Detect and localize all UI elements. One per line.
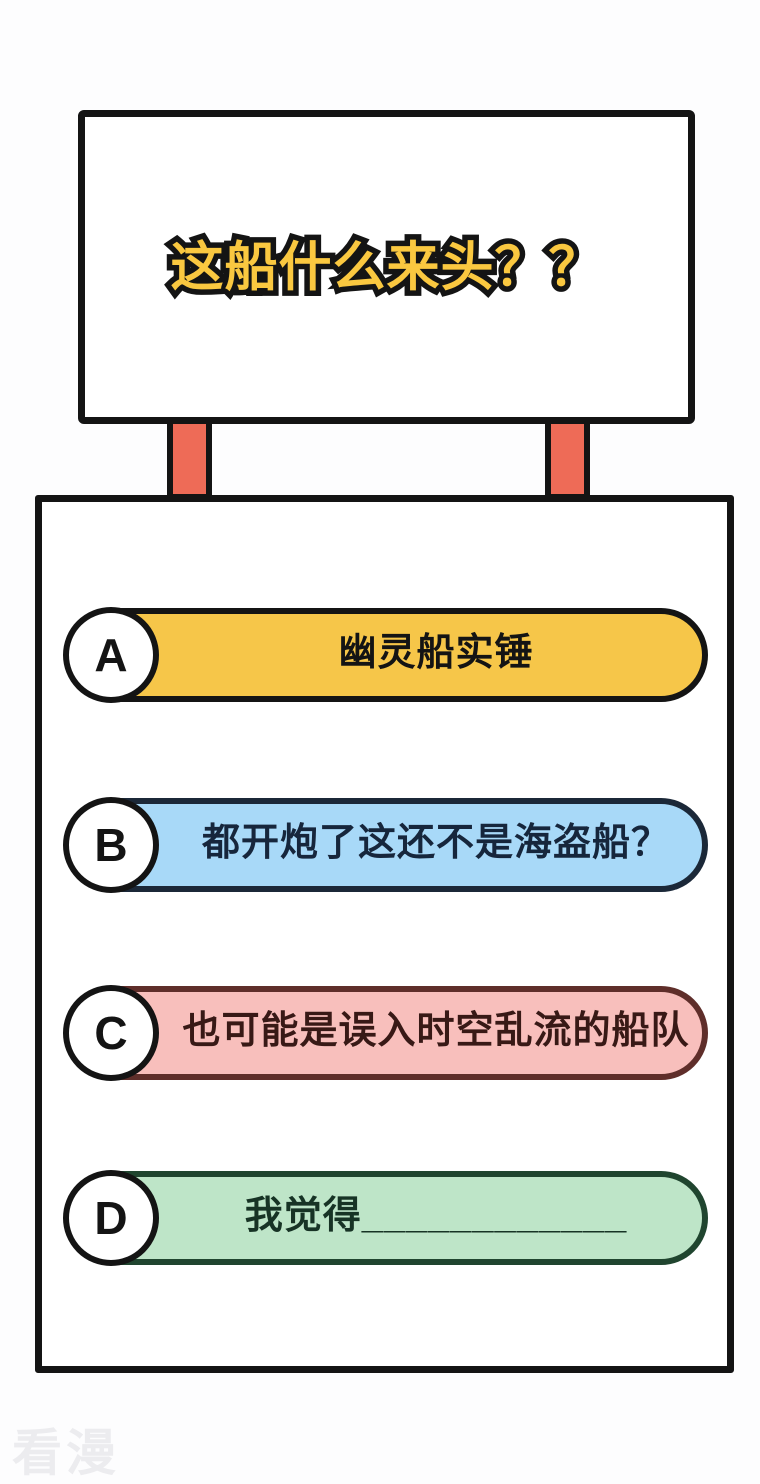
- option-pill-b[interactable]: B 都开炮了这还不是海盗船？: [63, 797, 708, 893]
- sign-post-left: [167, 412, 212, 500]
- option-letter: D: [94, 1192, 128, 1244]
- question-sign-board: 这船什么来头？？: [78, 110, 695, 424]
- option-pill-d[interactable]: D 我觉得____________: [63, 1170, 708, 1266]
- option-letter-badge: B: [63, 797, 159, 893]
- option-letter-badge: A: [63, 607, 159, 703]
- option-pill-a[interactable]: A 幽灵船实锤: [63, 607, 708, 703]
- question-title: 这船什么来头？？: [85, 233, 688, 303]
- watermark: 看漫: [12, 1425, 120, 1481]
- option-letter: C: [94, 1007, 128, 1059]
- option-label: 也可能是误入时空乱流的船队: [182, 1010, 690, 1052]
- option-label: 都开炮了这还不是海盗船？: [201, 822, 670, 864]
- option-label: 我觉得____________: [244, 1195, 628, 1237]
- option-letter-badge: C: [63, 985, 159, 1081]
- option-pill-c[interactable]: C 也可能是误入时空乱流的船队: [63, 985, 708, 1081]
- sign-post-right: [545, 412, 590, 500]
- option-letter: B: [94, 819, 128, 871]
- option-letter-badge: D: [63, 1170, 159, 1266]
- option-label: 幽灵船实锤: [338, 632, 534, 674]
- option-letter: A: [94, 629, 128, 681]
